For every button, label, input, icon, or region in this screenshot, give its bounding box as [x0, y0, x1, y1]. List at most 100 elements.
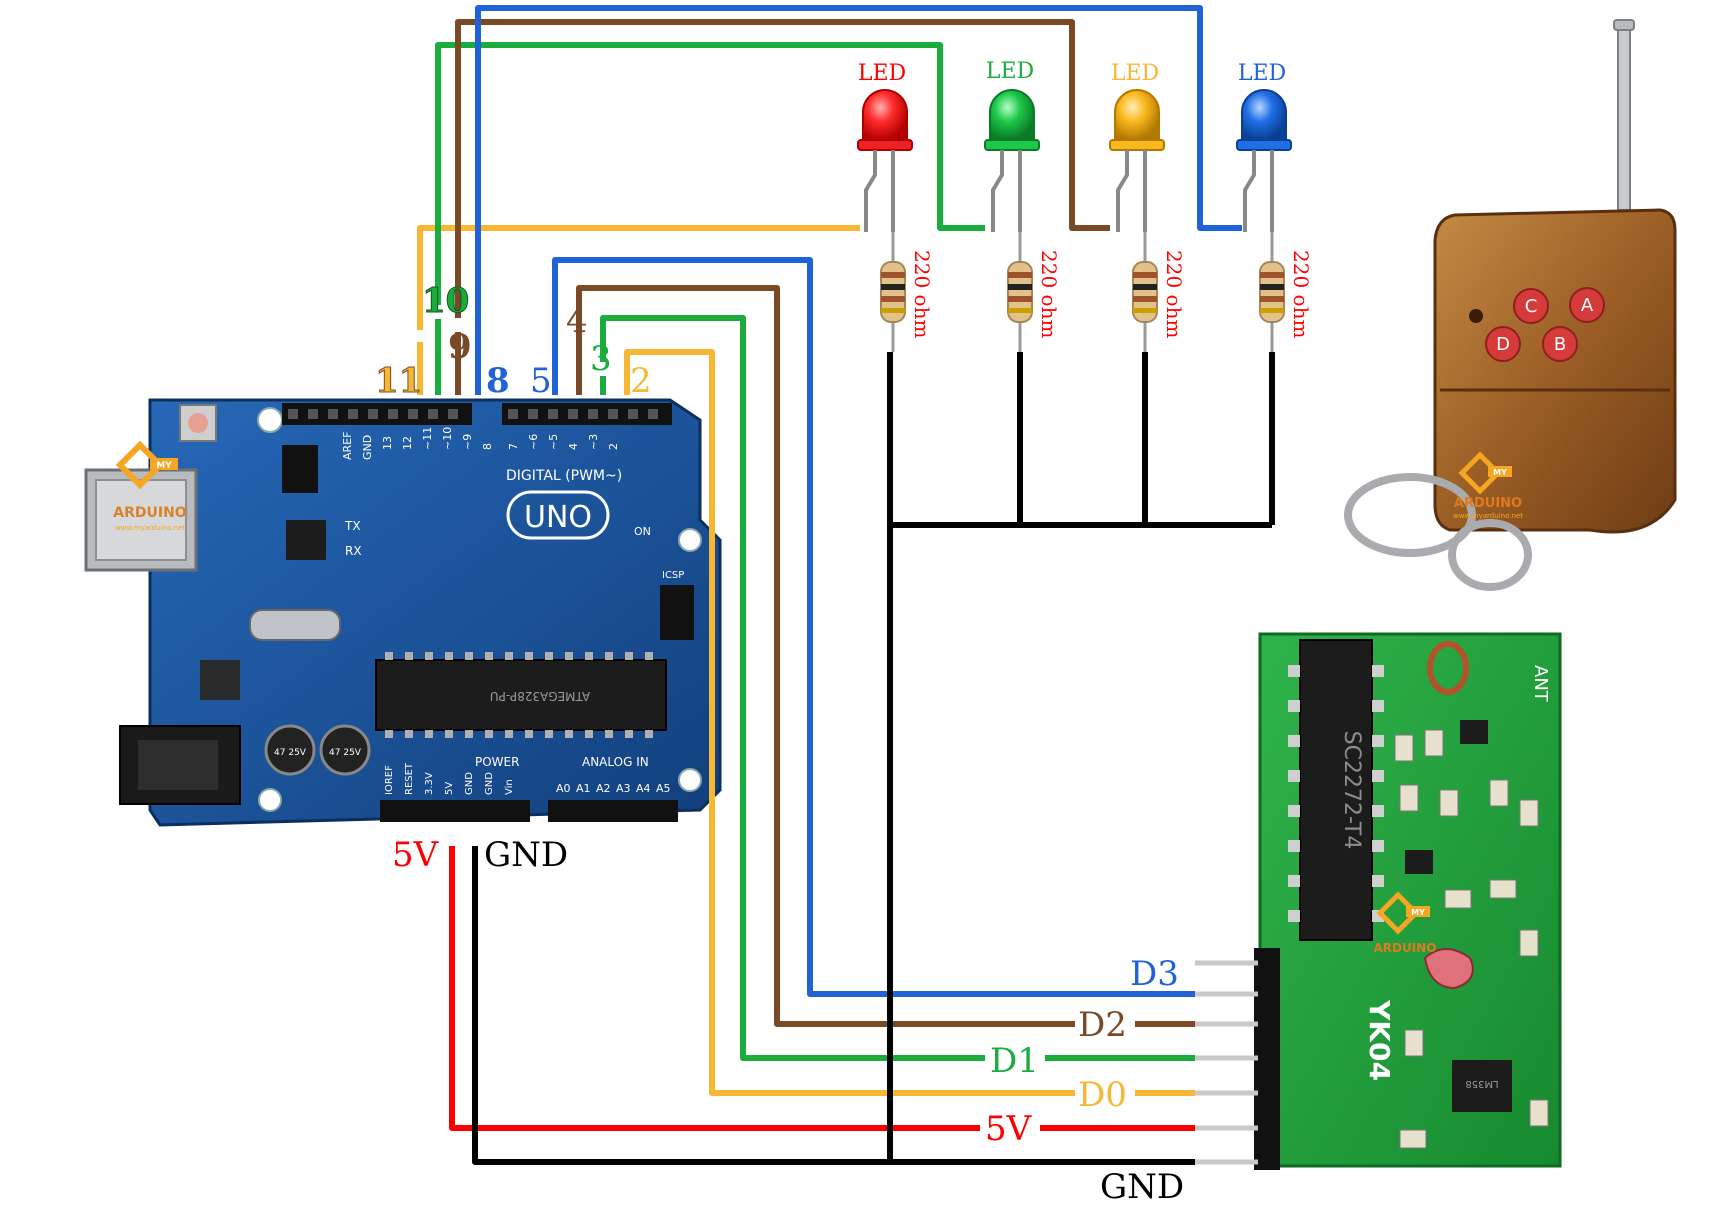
module-pin-d0: D0: [1078, 1075, 1127, 1115]
label-bg: [1075, 1004, 1135, 1042]
led-label-yellow: LED: [1111, 61, 1159, 86]
receiver-trimmer: [1423, 948, 1474, 990]
mounting-hole: [678, 528, 702, 552]
resistor-2: 220 ohm: [1007, 232, 1061, 352]
receiver-header: [1254, 948, 1280, 1170]
power-pin-3v3: 3.3V: [424, 772, 435, 795]
uno-logo: UNO: [524, 500, 592, 535]
analog-pin-a5: A5: [656, 782, 671, 795]
remote-button-label: C: [1525, 296, 1538, 317]
led-blue: LED: [1236, 61, 1292, 232]
board-pin-2: 2: [607, 443, 620, 450]
label-bg: [1128, 955, 1186, 991]
resistor-4: 220 ohm: [1259, 232, 1313, 352]
label-bg: [985, 1040, 1045, 1078]
wire-pin9: [455, 19, 1110, 395]
board-pin-13: 13: [381, 436, 394, 450]
led-red: LED: [857, 61, 913, 232]
module-pin-d3: D3: [1130, 954, 1179, 994]
remote-button-d: [1485, 326, 1521, 362]
power-pin-5v: 5V: [444, 782, 455, 795]
pin-label-10: 10: [422, 281, 469, 321]
digital-header-low: [502, 403, 672, 425]
resistor-3: 220 ohm: [1132, 232, 1186, 352]
myarduino-logo: MY ARDUINO www.myarduino.net: [113, 440, 187, 532]
remote-logo-my: MY: [1493, 468, 1507, 477]
led-bulb-yellow: [1114, 89, 1160, 141]
sc2272-chip: [1299, 639, 1373, 941]
digital-header-label: DIGITAL (PWM~): [506, 468, 622, 484]
receiver-transistor: [1405, 850, 1433, 874]
remote-keyring: [1448, 519, 1532, 591]
wire-5v: [449, 846, 1195, 1131]
resistor-label: 220 ohm: [910, 250, 934, 338]
capacitor-label: 47 25V: [274, 748, 307, 758]
led-bulb-green: [989, 89, 1035, 141]
remote-button-a: [1569, 287, 1605, 323]
receiver-model-label: YK04: [1363, 999, 1396, 1081]
receiver-transistor: [1460, 720, 1488, 744]
label-5v: 5V: [392, 835, 440, 875]
label-gnd: GND: [484, 835, 568, 875]
receiver-logo-my: MY: [1411, 908, 1425, 917]
remote-button-b: [1542, 326, 1578, 362]
wire-gap: [432, 305, 444, 319]
logo-url: www.myarduino.net: [115, 524, 185, 532]
remote-logo-text: ARDUINO: [1454, 496, 1522, 511]
analog-pin-a4: A4: [636, 782, 651, 795]
module-pin-5v: 5V: [985, 1109, 1033, 1149]
mounting-hole: [257, 407, 283, 433]
pin-label-2: 2: [630, 361, 652, 401]
label-bg: [1075, 1074, 1135, 1112]
module-pin-d2: D2: [1078, 1005, 1127, 1045]
wire-gap: [597, 362, 609, 376]
pin-label-8: 8: [486, 361, 510, 401]
wire-pin8: [475, 5, 1242, 395]
remote-body: [1433, 208, 1677, 534]
module-pin-gnd: GND: [1100, 1167, 1184, 1207]
board-pin-3: ~3: [587, 434, 600, 450]
resistor-label: 220 ohm: [1289, 250, 1313, 338]
crystal: [249, 609, 341, 641]
board-pin-11: ~11: [421, 427, 434, 450]
atmega328p-chip: [375, 659, 667, 731]
power-pin-gnd: GND: [464, 772, 475, 795]
wires: [417, 5, 1275, 1165]
rf-remote: C A D B MY ARDUINO www.myarduino.net: [1344, 19, 1677, 591]
usb-chip: [286, 520, 326, 560]
wire-pin2: [624, 349, 1195, 1096]
board-pin-6: ~6: [527, 434, 540, 450]
on-label: ON: [634, 525, 651, 538]
pin-label-9: 9: [448, 327, 472, 367]
power-label: POWER: [475, 755, 519, 769]
receiver-chip-label: SC2272-T4: [1339, 731, 1364, 850]
board-pin-8: 8: [481, 443, 494, 450]
icsp-label: ICSP: [662, 570, 684, 581]
receiver-opamp: [1452, 1060, 1512, 1112]
remote-indicator: [1469, 309, 1483, 323]
mounting-hole: [258, 788, 282, 812]
wire-pin10: [435, 42, 985, 395]
wire-gap: [452, 318, 464, 332]
logo-my-text: MY: [156, 461, 172, 471]
led-bulb-red: [862, 89, 908, 141]
analog-pin-a1: A1: [576, 782, 591, 795]
uno-logo-frame: [506, 490, 610, 540]
led-yellow: LED: [1109, 61, 1165, 232]
yk04-receiver-module: SC2272-T4 ANT YK04 LM358 MY ARDUINO: [1195, 632, 1562, 1170]
wire-pin4: [576, 285, 1195, 1027]
board-pin-5: ~5: [547, 434, 560, 450]
receiver-coil: [1427, 641, 1469, 695]
remote-button-label: D: [1496, 334, 1510, 355]
remote-button-label: A: [1581, 295, 1594, 316]
pin-label-5: 5: [530, 361, 552, 401]
analog-pin-a0: A0: [556, 782, 571, 795]
remote-button-label: B: [1554, 334, 1566, 355]
analog-label: ANALOG IN: [582, 755, 649, 769]
pin-label-11: 11: [375, 361, 422, 401]
icsp-header: [660, 585, 694, 640]
wire-pin5: [552, 257, 1195, 997]
analog-pin-a3: A3: [616, 782, 631, 795]
label-bg: [980, 1108, 1040, 1146]
analog-pin-a2: A2: [596, 782, 611, 795]
